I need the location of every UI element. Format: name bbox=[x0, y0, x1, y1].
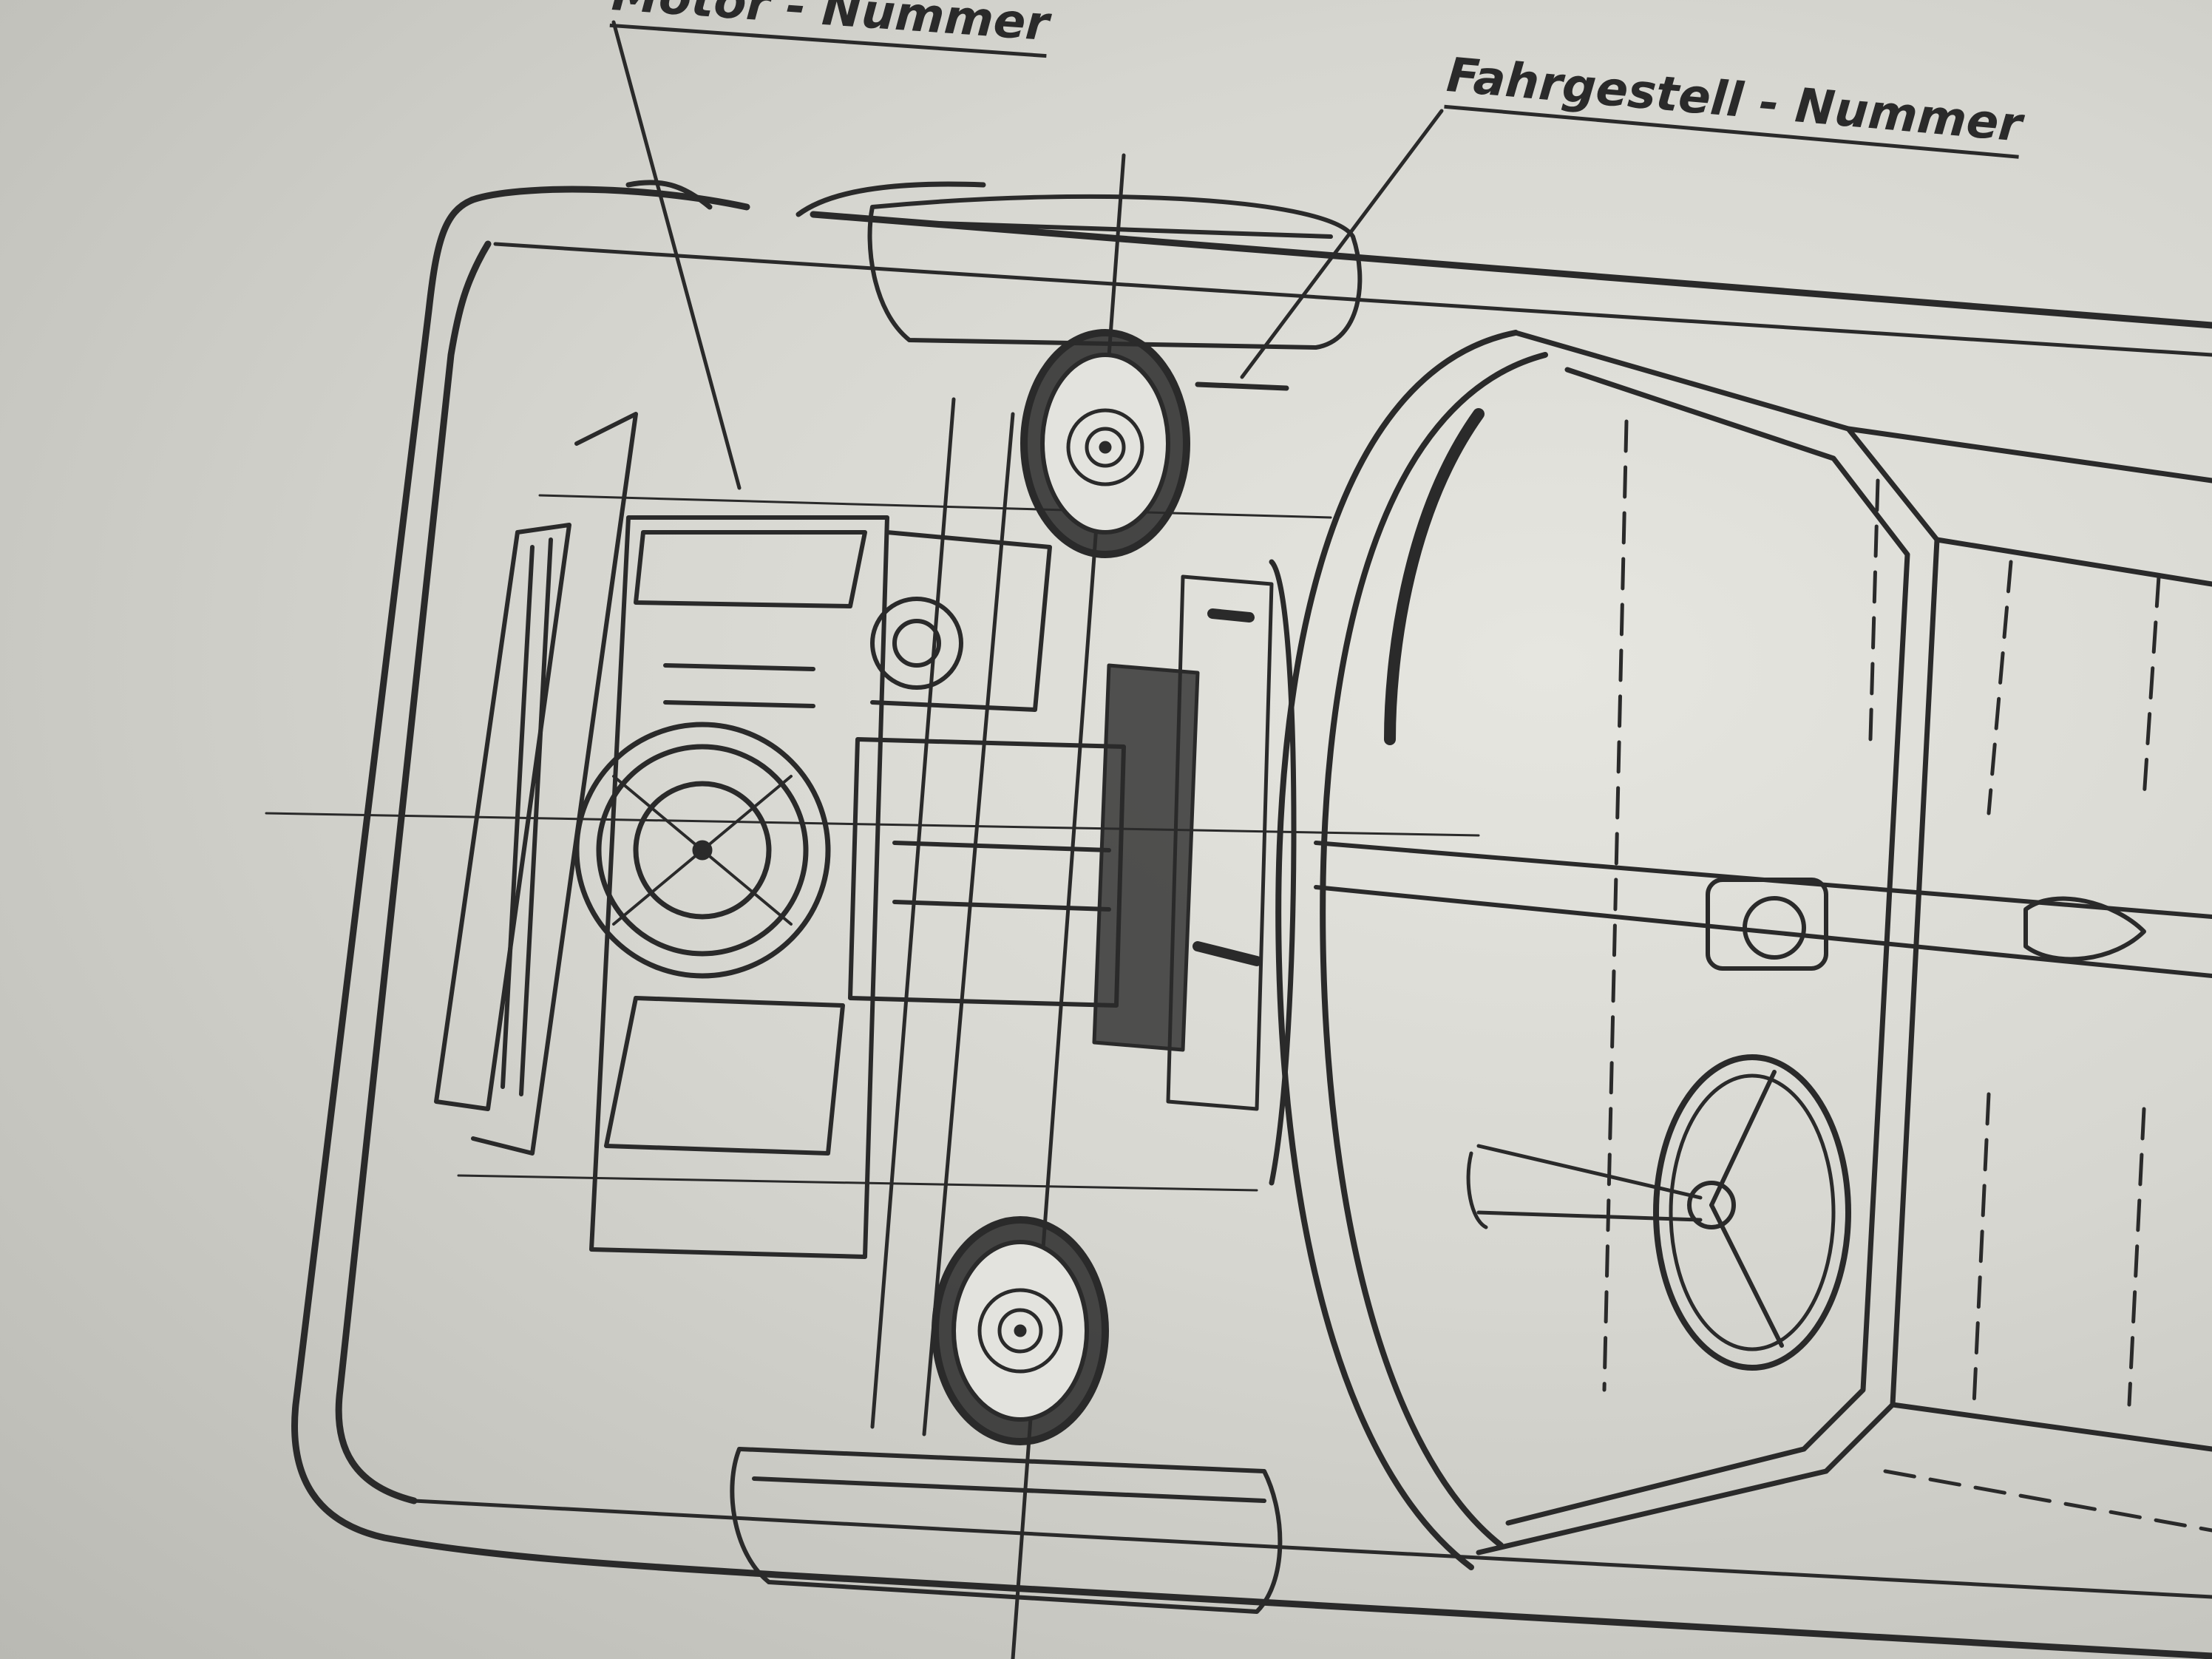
bulkhead bbox=[1275, 330, 1548, 1570]
fender-bottom bbox=[730, 1447, 1283, 1614]
drive-shaft bbox=[1314, 841, 2212, 978]
engine-block bbox=[589, 515, 1126, 1259]
body-outline bbox=[291, 180, 2212, 1659]
radiator bbox=[434, 412, 638, 1156]
seat-outlines bbox=[1602, 419, 2212, 1533]
wheel-top bbox=[1020, 329, 1190, 558]
front-axle bbox=[265, 153, 1480, 1659]
leader-lines bbox=[611, 20, 1444, 490]
wheel-bottom bbox=[932, 1216, 1109, 1445]
gearbox bbox=[1092, 559, 1297, 1186]
steering-wheel bbox=[1466, 1054, 1851, 1371]
cabin-floor bbox=[1476, 330, 2212, 1555]
air-filter bbox=[574, 722, 831, 979]
fender-top bbox=[867, 194, 1363, 350]
